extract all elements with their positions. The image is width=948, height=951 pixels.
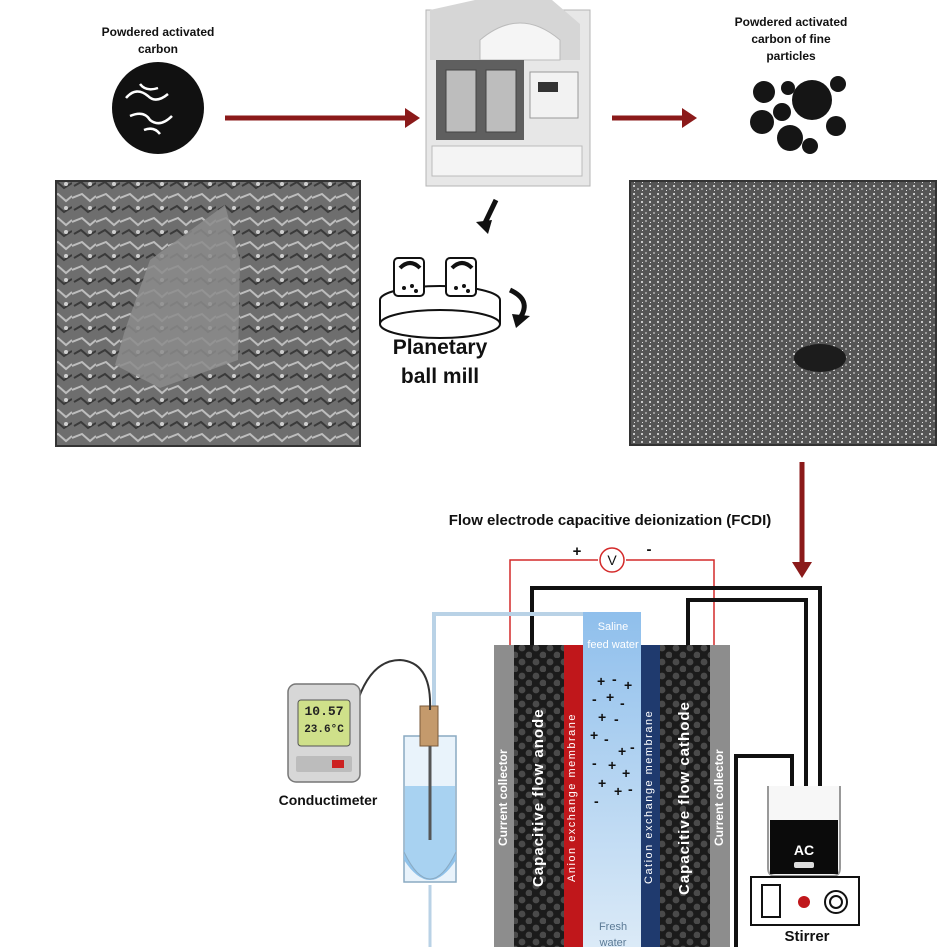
beaker-icon [767, 786, 841, 877]
svg-text:-: - [592, 691, 597, 707]
raw-carbon-particle-icon [112, 62, 204, 154]
svg-text:-: - [628, 781, 633, 797]
anion-membrane-label: Anion exchange membrane [566, 712, 578, 882]
sample-test-tube [403, 705, 457, 947]
svg-text:+: + [597, 673, 605, 689]
anode-label: Capacitive flow anode [530, 708, 547, 888]
svg-text:-: - [594, 793, 599, 809]
fcdi-cell [494, 612, 730, 947]
arrow-to-fine-carbon [612, 108, 697, 128]
power-wiring [509, 547, 715, 645]
fcdi-title: Flow electrode capacitive deionization (… [448, 512, 772, 529]
svg-text:+: + [608, 757, 616, 773]
minus-sign: - [646, 541, 652, 558]
svg-text:-: - [612, 671, 617, 687]
svg-text:-: - [620, 695, 625, 711]
meter-reading-1: 10.57 [304, 704, 344, 719]
stirrer-icon [750, 876, 860, 926]
ions: +-+ -+- +-+ -+- -++ ++- - [590, 671, 635, 809]
fine-carbon-particles-icon [750, 76, 846, 154]
cathode-label: Capacitive flow cathode [676, 701, 693, 895]
arrow-to-fcdi [792, 462, 812, 578]
svg-text:+: + [618, 743, 626, 759]
ball-mill-machine [425, 0, 591, 187]
sem-image-fine-carbon [629, 180, 937, 446]
stirrer-label: Stirrer [784, 928, 830, 945]
svg-text:+: + [598, 775, 606, 791]
svg-text:+: + [590, 727, 598, 743]
conductimeter-icon [287, 683, 361, 783]
svg-text:+: + [614, 783, 622, 799]
svg-text:+: + [622, 765, 630, 781]
sampling-tube [432, 612, 600, 724]
svg-text:-: - [614, 711, 619, 727]
svg-text:+: + [606, 689, 614, 705]
planetary-mill-schematic-icon [379, 257, 530, 339]
svg-text:+: + [624, 677, 632, 693]
voltmeter-icon [599, 547, 625, 573]
cation-membrane-label: Cation exchange membrane [643, 709, 655, 885]
current-collector-left-label: Current collector [496, 749, 510, 847]
conductimeter-label: Conductimeter [278, 792, 378, 808]
current-collector-right-label: Current collector [712, 749, 726, 847]
fresh-water-label: Fresh water [598, 921, 628, 949]
beaker-label: AC [793, 842, 815, 858]
svg-text:-: - [630, 739, 635, 755]
mill-label: Planetary ball mill [392, 336, 488, 388]
meter-reading-2: 23.6°C [304, 724, 344, 736]
raw-carbon-label: Powdered activated carbon [101, 25, 215, 56]
svg-text:-: - [592, 755, 597, 771]
plus-sign: + [572, 543, 582, 560]
fine-carbon-label: Powdered activated carbon of fine partic… [734, 15, 848, 63]
svg-text:-: - [604, 731, 609, 747]
arrow-to-mill [225, 108, 420, 128]
saline-feed-label: Saline feed water [587, 621, 639, 651]
voltmeter-label: V [607, 552, 617, 568]
conductimeter-cable [355, 658, 432, 711]
svg-text:+: + [598, 709, 606, 725]
